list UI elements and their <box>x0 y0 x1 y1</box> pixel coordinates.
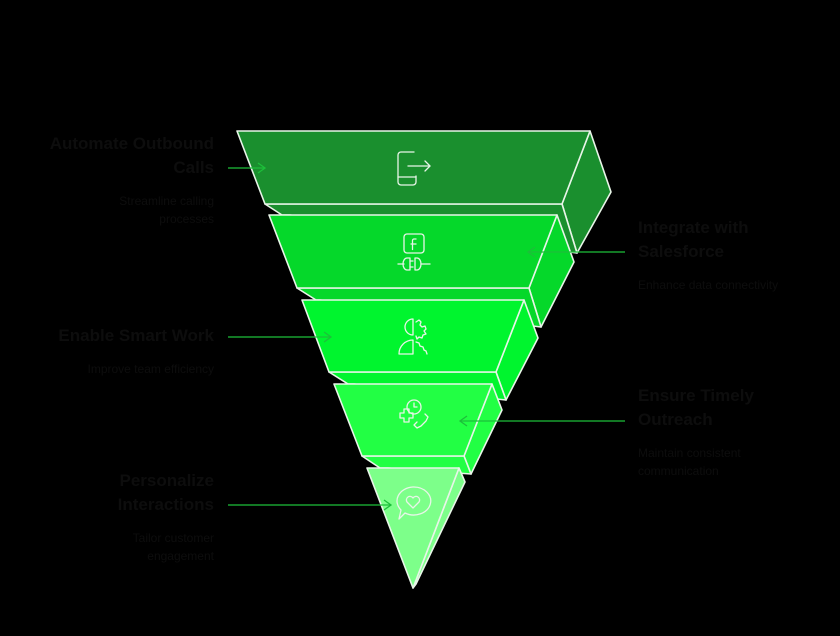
layer-1-title-line-2: Calls <box>173 158 214 177</box>
layer-1-front <box>236 130 591 205</box>
layer-1-desc-line-1: Streamline calling <box>119 194 214 208</box>
layer-5-desc-line-2: engagement <box>147 549 214 563</box>
funnel-layer-4 <box>333 383 503 475</box>
connector-2 <box>526 246 625 258</box>
layer-3-description: Improve team efficiency <box>30 360 215 378</box>
layer-4-front <box>333 383 493 457</box>
layer-4-desc-line-2: communication <box>638 464 719 478</box>
medical-phone-clock-icon <box>399 399 429 429</box>
connector-3 <box>228 331 333 343</box>
layer-4-title: Ensure Timely Outreach <box>638 384 838 432</box>
layer-5-desc-line-1: Tailor customer <box>132 531 214 545</box>
layer-4-title-line-2: Outreach <box>638 410 713 429</box>
layer-2-description: Enhance data connectivity <box>638 276 838 294</box>
connector-1 <box>228 162 267 174</box>
facebook-plug-icon <box>397 233 431 271</box>
label-layer-4: Ensure Timely Outreach Maintain consiste… <box>638 384 838 480</box>
funnel-layer-5 <box>366 467 466 589</box>
connector-5 <box>228 499 393 511</box>
layer-2-title: Integrate with Salesforce <box>638 216 838 264</box>
layer-1-title: Automate Outbound Calls <box>30 132 214 180</box>
label-layer-2: Integrate with Salesforce Enhance data c… <box>638 216 838 294</box>
layer-3-title-line-1: Enable Smart Work <box>58 326 214 345</box>
label-layer-1: Automate Outbound Calls Streamline calli… <box>30 132 214 228</box>
layer-5-title: Personalize Interactions <box>30 469 214 517</box>
connector-4 <box>458 415 625 427</box>
phone-exit-icon <box>397 151 431 186</box>
layer-2-desc-line-1: Enhance data connectivity <box>638 278 779 292</box>
layer-4-description: Maintain consistent communication <box>638 444 838 480</box>
layer-1-description: Streamline calling processes <box>30 192 214 228</box>
heart-chat-icon <box>396 486 432 520</box>
layer-3-title: Enable Smart Work <box>30 324 214 348</box>
layer-3-desc-line-1: Improve team efficiency <box>87 362 215 376</box>
layer-1-title-line-1: Automate Outbound <box>49 134 214 153</box>
label-layer-3: Enable Smart Work Improve team efficienc… <box>30 324 214 378</box>
layer-4-title-line-1: Ensure Timely <box>638 386 754 405</box>
layer-2-title-line-2: Salesforce <box>638 242 724 261</box>
layer-5-title-line-2: Interactions <box>117 495 214 514</box>
layer-5-description: Tailor customer engagement <box>30 529 214 565</box>
layer-1-desc-line-2: processes <box>159 212 214 226</box>
head-gears-icon <box>398 318 428 355</box>
layer-5-front <box>366 467 460 589</box>
layer-5-title-line-1: Personalize <box>119 471 215 490</box>
label-layer-5: Personalize Interactions Tailor customer… <box>30 469 214 565</box>
layer-2-front <box>268 214 558 289</box>
layer-2-title-line-1: Integrate with <box>638 218 749 237</box>
layer-3-front <box>301 299 525 373</box>
layer-4-desc-line-1: Maintain consistent <box>638 446 741 460</box>
